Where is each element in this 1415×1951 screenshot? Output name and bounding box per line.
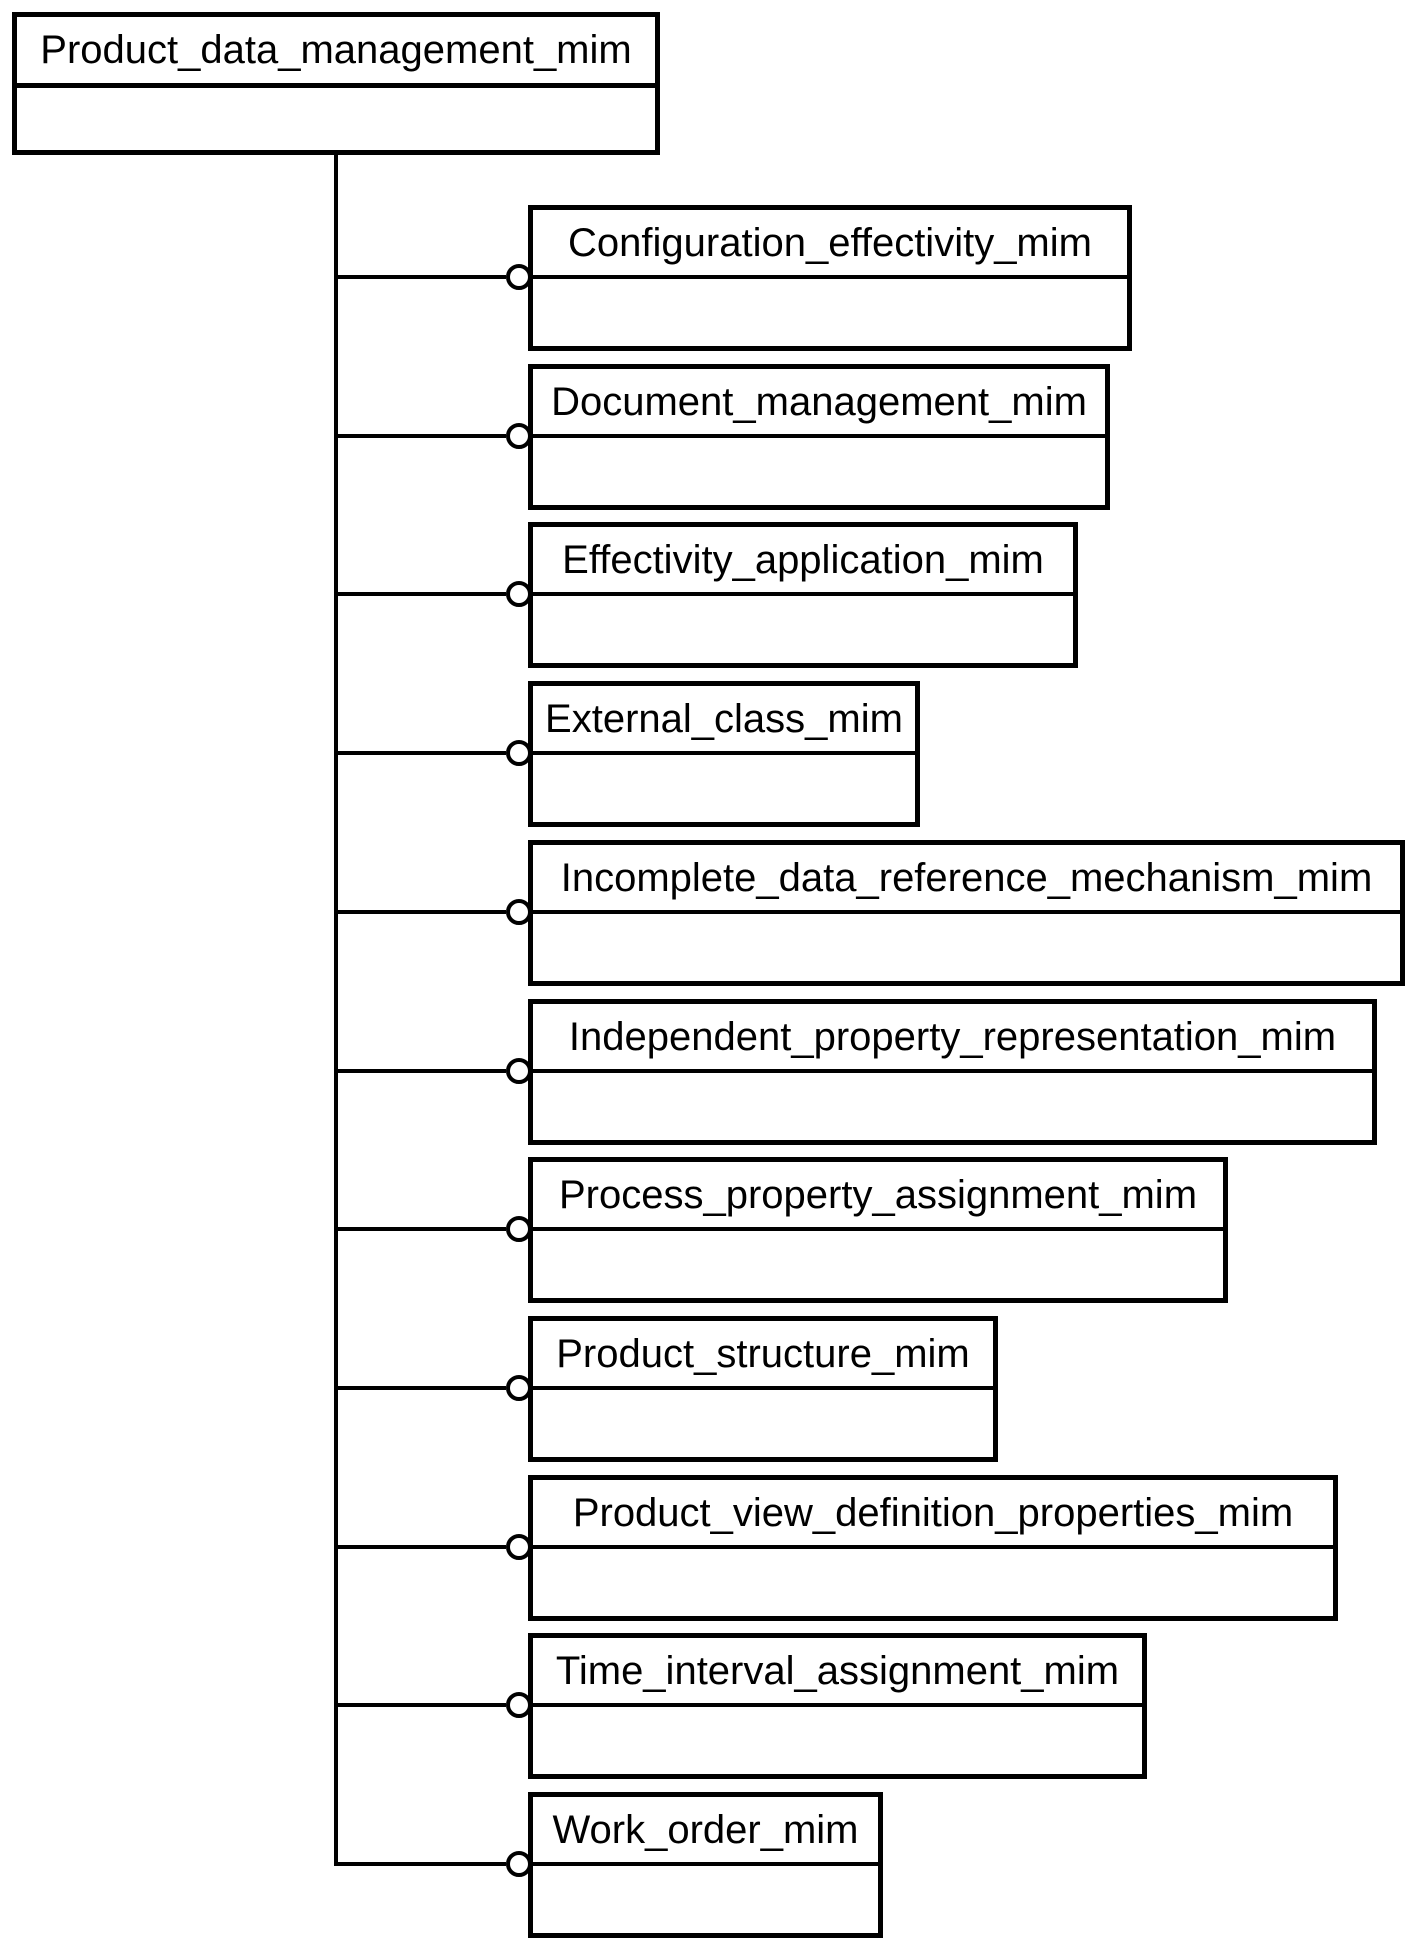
open-circle-aggregation-icon: [506, 581, 532, 607]
package-body-empty: [533, 1231, 1223, 1298]
open-circle-aggregation-icon: [506, 1534, 532, 1560]
package-title: Configuration_effectivity_mim: [533, 210, 1127, 279]
package-body-empty: [533, 1073, 1372, 1140]
branch-line: [336, 1386, 506, 1390]
package-title: Product_data_management_mim: [17, 17, 655, 88]
package-box: Effectivity_application_mim: [528, 522, 1078, 668]
branch-line: [336, 592, 506, 596]
package-box: Incomplete_data_reference_mechanism_mim: [528, 840, 1405, 986]
branch-line: [336, 275, 506, 279]
package-title: Process_property_assignment_mim: [533, 1162, 1223, 1231]
package-box: Work_order_mim: [528, 1792, 883, 1938]
package-box: Process_property_assignment_mim: [528, 1157, 1228, 1303]
branch-line: [336, 1703, 506, 1707]
open-circle-aggregation-icon: [506, 740, 532, 766]
package-title: Independent_property_representation_mim: [533, 1004, 1372, 1073]
package-title: Document_management_mim: [533, 369, 1105, 438]
package-body-empty: [533, 1866, 878, 1933]
branch-line: [336, 1862, 506, 1866]
package-box: Independent_property_representation_mim: [528, 999, 1377, 1145]
branch-line: [336, 1069, 506, 1073]
open-circle-aggregation-icon: [506, 1375, 532, 1401]
open-circle-aggregation-icon: [506, 1216, 532, 1242]
open-circle-aggregation-icon: [506, 264, 532, 290]
branch-line: [336, 1545, 506, 1549]
open-circle-aggregation-icon: [506, 1692, 532, 1718]
branch-line: [336, 751, 506, 755]
open-circle-aggregation-icon: [506, 1058, 532, 1084]
package-box: Configuration_effectivity_mim: [528, 205, 1132, 351]
package-title: Time_interval_assignment_mim: [533, 1638, 1142, 1707]
package-body-empty: [533, 279, 1127, 346]
open-circle-aggregation-icon: [506, 1851, 532, 1877]
package-box: Document_management_mim: [528, 364, 1110, 510]
package-box: Time_interval_assignment_mim: [528, 1633, 1147, 1779]
package-box: External_class_mim: [528, 681, 920, 827]
branch-line: [336, 1227, 506, 1231]
package-title: Effectivity_application_mim: [533, 527, 1073, 596]
package-body-empty: [533, 1707, 1142, 1774]
open-circle-aggregation-icon: [506, 899, 532, 925]
package-box: Product_view_definition_properties_mim: [528, 1475, 1338, 1621]
open-circle-aggregation-icon: [506, 423, 532, 449]
package-title: External_class_mim: [533, 686, 915, 755]
package-box-root: Product_data_management_mim: [12, 12, 660, 155]
package-title: Work_order_mim: [533, 1797, 878, 1866]
package-box: Product_structure_mim: [528, 1316, 998, 1462]
package-body-empty: [533, 1390, 993, 1457]
package-body-empty: [533, 438, 1105, 505]
package-body-empty: [533, 1549, 1333, 1616]
branch-line: [336, 910, 506, 914]
branch-line: [336, 434, 506, 438]
package-title: Product_structure_mim: [533, 1321, 993, 1390]
package-title: Product_view_definition_properties_mim: [533, 1480, 1333, 1549]
package-body-empty: [533, 596, 1073, 663]
package-body-empty: [533, 755, 915, 822]
package-title: Incomplete_data_reference_mechanism_mim: [533, 845, 1400, 914]
package-body-empty: [533, 914, 1400, 981]
trunk-line: [334, 153, 338, 1866]
package-body-empty: [17, 88, 655, 150]
